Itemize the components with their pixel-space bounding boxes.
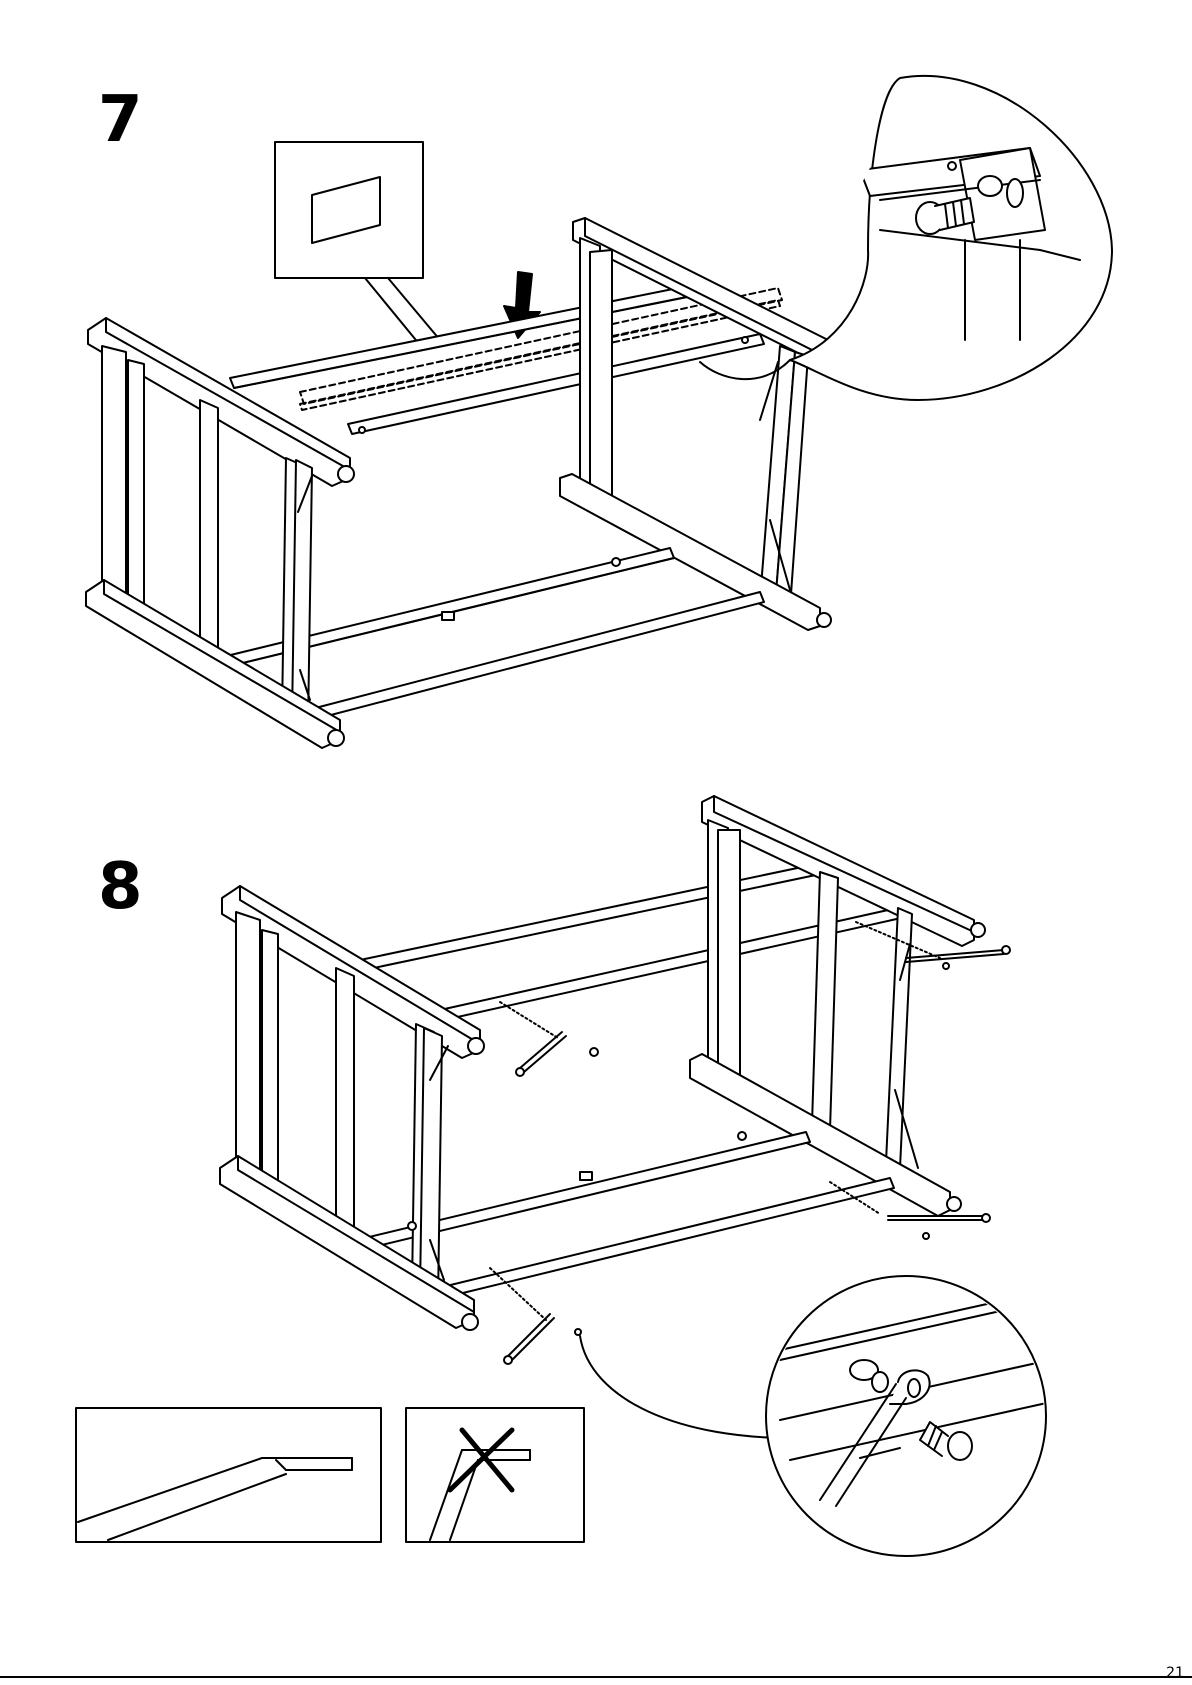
correct-fit-icon <box>76 1408 381 1542</box>
page-number: 21 <box>1166 1665 1184 1681</box>
panel-callout-box <box>275 142 440 345</box>
bolt-into-bracket-detail-icon <box>700 76 1140 400</box>
table-frame-assembly-icon <box>86 218 847 748</box>
rod-end-bolt-detail-icon <box>580 1276 1060 1556</box>
step-7-illustration <box>86 76 1140 748</box>
step-8-illustration <box>76 796 1060 1556</box>
incorrect-fit-cross-icon <box>406 1408 584 1542</box>
